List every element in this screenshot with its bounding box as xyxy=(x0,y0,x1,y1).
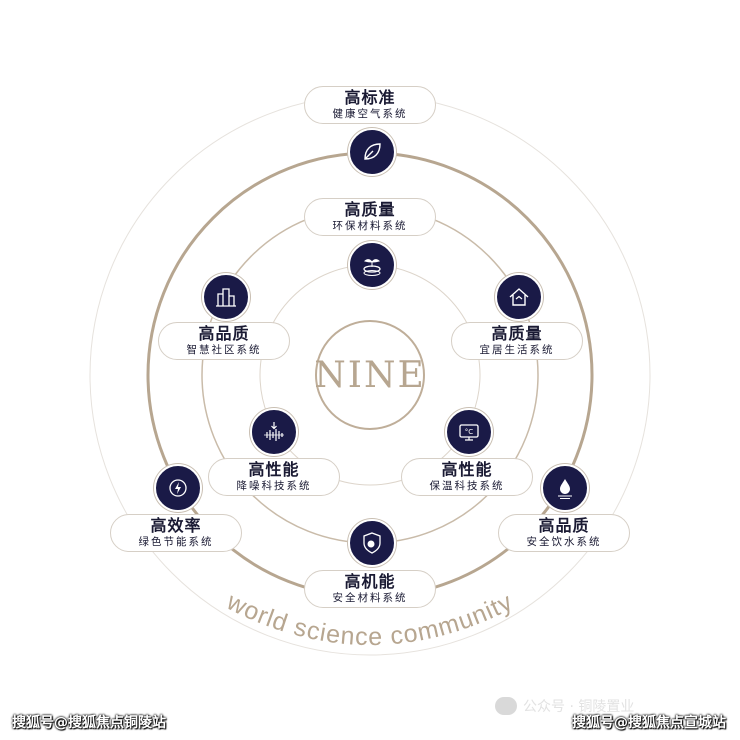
thermostat-icon: °C xyxy=(445,408,493,456)
pill-subtitle: 宜居生活系统 xyxy=(479,344,555,356)
pill-left-inner: 高性能 降噪科技系统 xyxy=(208,458,340,496)
wechat-watermark: 公众号 · 铜陵置业 xyxy=(495,696,634,716)
pill-subtitle: 智慧社区系统 xyxy=(186,344,262,356)
buildings-icon xyxy=(202,273,250,321)
pill-title: 高标准 xyxy=(344,88,396,107)
pill-title: 高质量 xyxy=(491,324,543,343)
pill-subtitle: 安全饮水系统 xyxy=(526,536,602,548)
pill-subtitle: 绿色节能系统 xyxy=(138,536,214,548)
house-icon xyxy=(495,273,543,321)
svg-text:°C: °C xyxy=(465,428,474,436)
pill-subtitle: 健康空气系统 xyxy=(332,108,408,120)
pill-title: 高质量 xyxy=(344,200,396,219)
pill-subtitle: 安全材料系统 xyxy=(332,592,408,604)
watermark-right: 搜狐号@搜狐焦点宣城站 xyxy=(572,715,726,731)
pill-title: 高性能 xyxy=(248,460,300,479)
pill-subtitle: 降噪科技系统 xyxy=(236,480,312,492)
pill-right-inner: 高性能 保温科技系统 xyxy=(401,458,533,496)
pill-title: 高品质 xyxy=(198,324,250,343)
shield-icon xyxy=(348,519,396,567)
water-drop-icon xyxy=(541,464,589,512)
pill-subtitle: 环保材料系统 xyxy=(332,220,408,232)
pill-right-outer: 高品质 安全饮水系统 xyxy=(498,514,630,552)
pill-left-upper: 高品质 智慧社区系统 xyxy=(158,322,290,360)
pill-title: 高机能 xyxy=(344,572,396,591)
pill-right-upper: 高质量 宜居生活系统 xyxy=(451,322,583,360)
leaf-icon xyxy=(348,128,396,176)
wechat-icon xyxy=(495,697,517,715)
energy-icon xyxy=(154,464,202,512)
pill-title: 高品质 xyxy=(538,516,590,535)
pill-left-outer: 高效率 绿色节能系统 xyxy=(110,514,242,552)
watermark-left: 搜狐号@搜狐焦点铜陵站 xyxy=(12,715,166,731)
sprout-icon xyxy=(348,241,396,289)
pill-title: 高性能 xyxy=(441,460,493,479)
pill-bottom: 高机能 安全材料系统 xyxy=(304,570,436,608)
soundwave-icon xyxy=(250,408,298,456)
nine-logo: NINE xyxy=(314,320,425,430)
pill-title: 高效率 xyxy=(150,516,202,535)
pill-top: 高标准 健康空气系统 xyxy=(304,86,436,124)
pill-inner-top: 高质量 环保材料系统 xyxy=(304,198,436,236)
pill-subtitle: 保温科技系统 xyxy=(429,480,505,492)
